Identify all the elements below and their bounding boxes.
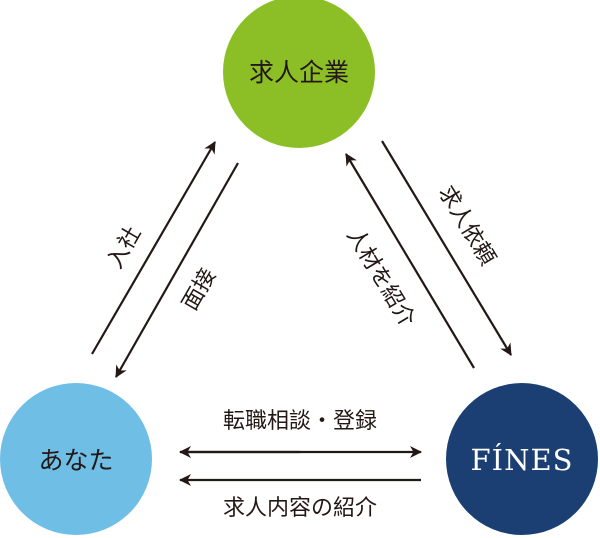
company-circle (223, 0, 375, 148)
agency-circle (446, 383, 598, 535)
interview-label: 面接 (178, 264, 222, 315)
you-label: あなた (38, 446, 113, 475)
consultation-label: 転職相談・登録 (223, 409, 377, 434)
join-label: 入社 (103, 222, 147, 273)
job-intro-label: 求人内容の紹介 (223, 496, 377, 521)
agency-label: FÍNES (471, 442, 574, 477)
talent-referral-arrow (345, 153, 475, 369)
company-label: 求人企業 (249, 58, 349, 87)
you-node: あなた (0, 383, 152, 535)
job-request-label: 求人依頼 (433, 182, 500, 270)
job-request-arrow (381, 140, 512, 356)
company-node: 求人企業 (223, 0, 375, 148)
you-circle (0, 383, 152, 535)
interview-arrow (115, 162, 239, 378)
join-arrow (91, 141, 216, 355)
agency-node: FÍNES (446, 383, 598, 535)
talent-referral-label: 人材を紹介 (341, 224, 419, 331)
